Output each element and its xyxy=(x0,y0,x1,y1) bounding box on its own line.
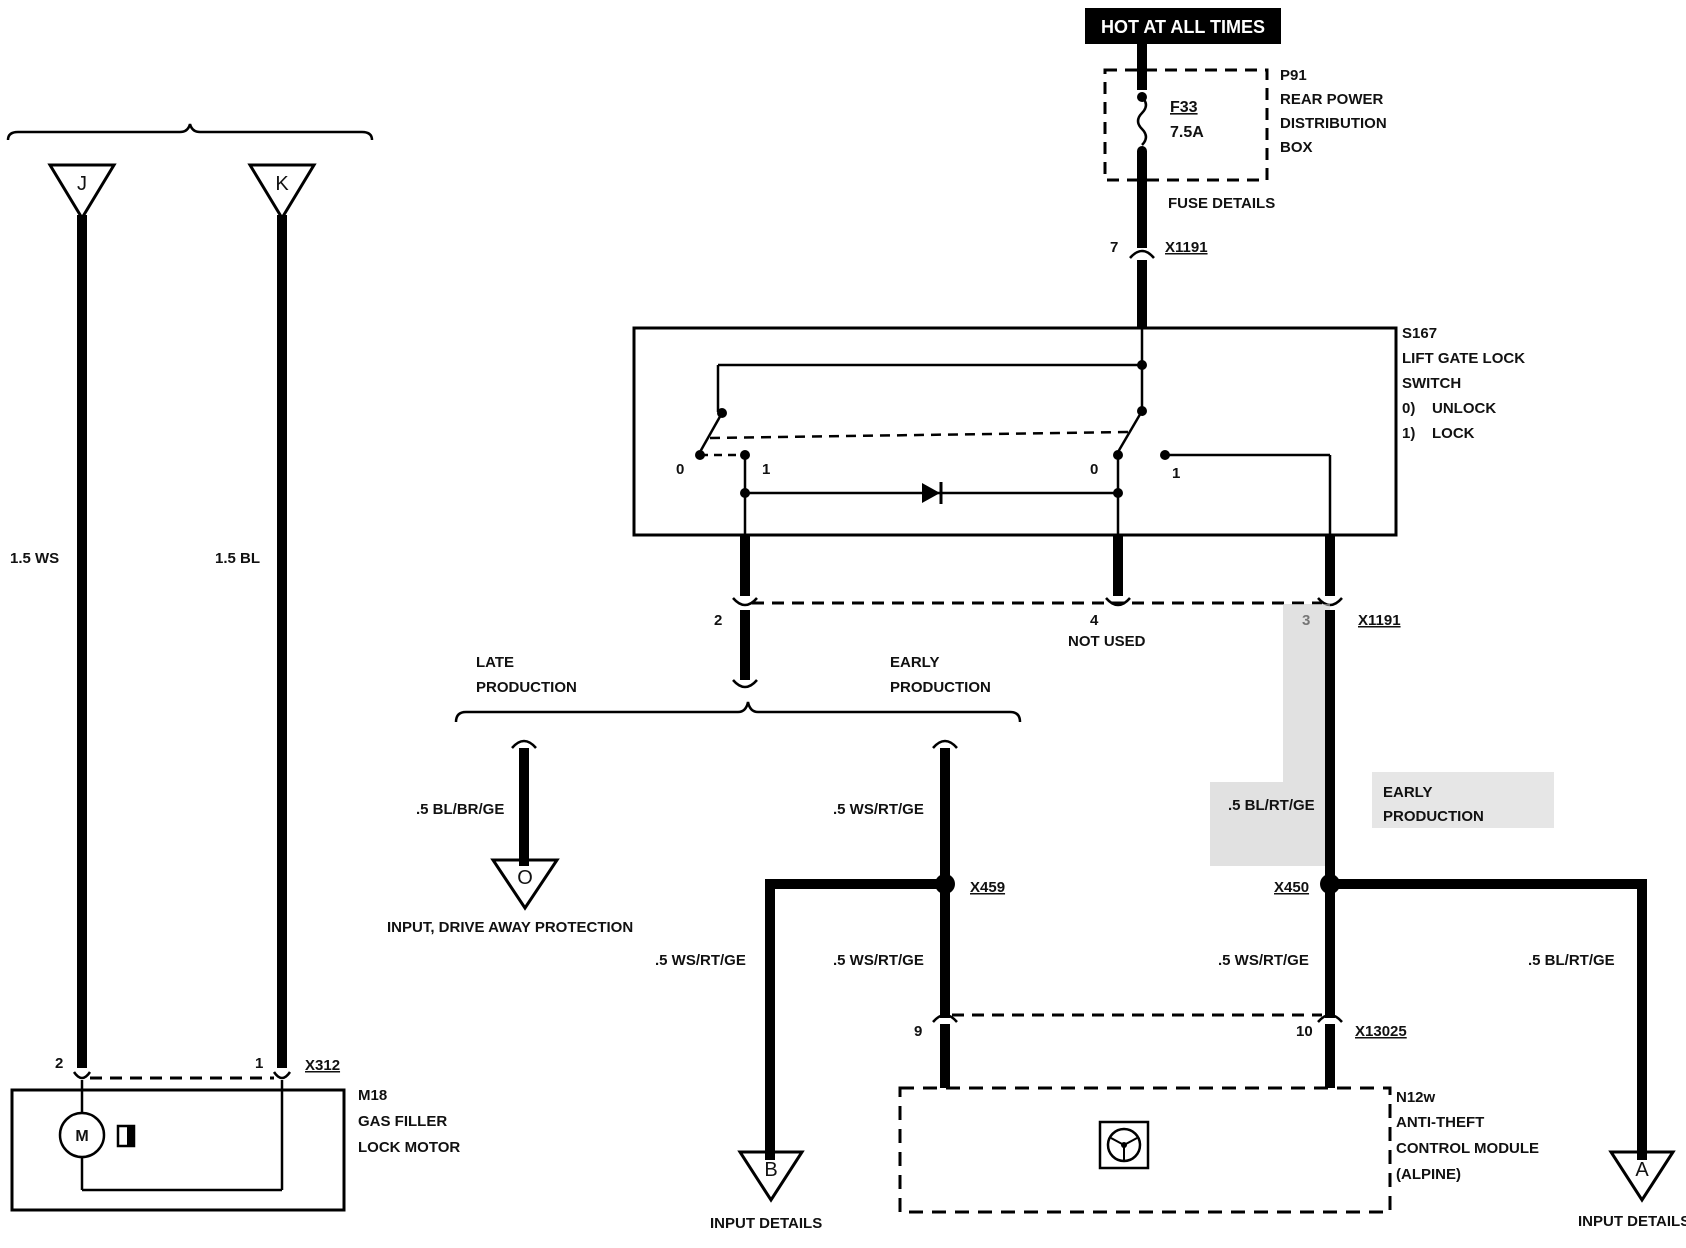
module-n12w: N12w ANTI-THEFT CONTROL MODULE (ALPINE) xyxy=(898,1086,1539,1214)
fuse-name: F33 xyxy=(1170,99,1198,116)
offpage-b-label: B xyxy=(764,1159,777,1181)
contact-right-1: 1 xyxy=(1172,465,1180,482)
wire-label-ws-rt-ge-right: .5 WS/RT/GE xyxy=(1218,952,1309,969)
wire-label-ws-rt-ge-top: .5 WS/RT/GE xyxy=(833,801,924,818)
connector-x1191-bottom-label: X1191 xyxy=(1358,612,1401,629)
fuse-box-line2: DISTRIBUTION xyxy=(1280,115,1387,132)
production-brace: LATE PRODUCTION EARLY PRODUCTION xyxy=(454,654,1022,723)
wire-bl-rt-ge-to-a xyxy=(1330,879,1647,1160)
fuse-box-line1: REAR POWER xyxy=(1280,91,1384,108)
fuse-icon xyxy=(1136,96,1148,146)
module-line1: ANTI-THEFT xyxy=(1396,1114,1484,1131)
pin-4-note: NOT USED xyxy=(1068,633,1146,650)
connector-x312-label: X312 xyxy=(305,1057,340,1074)
connector-x1191-top: 7 X1191 xyxy=(1110,239,1208,328)
offpage-a: A INPUT DETAILS xyxy=(1578,1150,1686,1230)
switch-line2: SWITCH xyxy=(1402,375,1461,392)
wire-label-bl-rt-ge-shaded: .5 BL/RT/GE xyxy=(1228,797,1315,814)
offpage-o: O INPUT, DRIVE AWAY PROTECTION xyxy=(387,858,633,936)
offpage-b: B INPUT DETAILS xyxy=(710,1150,822,1232)
offpage-o-caption: INPUT, DRIVE AWAY PROTECTION xyxy=(387,919,633,936)
wire-label-bl-rt-ge-right: .5 BL/RT/GE xyxy=(1528,952,1615,969)
offpage-a-label: A xyxy=(1635,1159,1649,1181)
motor-symbol: M xyxy=(75,1128,88,1145)
offpage-k-label: K xyxy=(275,173,289,195)
offpage-j: J xyxy=(47,163,117,221)
fuse-details: FUSE DETAILS xyxy=(1168,195,1275,212)
motor-id: M18 xyxy=(358,1087,387,1104)
offpage-o-label: O xyxy=(517,867,533,889)
wire-label-bl-br-ge: .5 BL/BR/GE xyxy=(416,801,504,818)
switch-state0-num: 0) xyxy=(1402,400,1415,417)
contact-left-0: 0 xyxy=(676,461,684,478)
offpage-b-caption: INPUT DETAILS xyxy=(710,1215,822,1232)
wire-label-1-5-ws: 1.5 WS xyxy=(10,550,59,567)
top-left-brace xyxy=(6,123,374,141)
contact-left-1: 1 xyxy=(762,461,770,478)
hot-label: HOT AT ALL TIMES xyxy=(1101,17,1265,37)
module-id: N12w xyxy=(1396,1089,1436,1106)
connector-x312: 2 1 X312 xyxy=(55,1055,340,1080)
fuse-rating: 7.5A xyxy=(1170,124,1204,141)
pin-9: 9 xyxy=(914,1023,922,1040)
pin-2: 2 xyxy=(714,612,722,629)
steering-wheel-icon xyxy=(1098,1120,1150,1170)
motor-line1: GAS FILLER xyxy=(358,1113,447,1130)
pin-4: 4 xyxy=(1090,612,1099,629)
fuse-box-line3: BOX xyxy=(1280,139,1313,156)
connector-x1191-top-label: X1191 xyxy=(1165,239,1208,256)
splice-x459-label: X459 xyxy=(970,879,1005,896)
connector-x13025-label: X13025 xyxy=(1355,1023,1407,1040)
late-production-1: LATE xyxy=(476,654,514,671)
early-production-1: EARLY xyxy=(890,654,939,671)
connector-x13025: 9 10 X13025 xyxy=(914,1013,1407,1040)
fuse-box-p91: F33 7.5A P91 REAR POWER DISTRIBUTION BOX… xyxy=(1103,44,1387,248)
pin-10: 10 xyxy=(1296,1023,1313,1040)
switch-id: S167 xyxy=(1402,325,1437,342)
switch-state1-text: LOCK xyxy=(1432,425,1475,442)
offpage-a-caption: INPUT DETAILS xyxy=(1578,1213,1686,1230)
motor-line2: LOCK MOTOR xyxy=(358,1139,460,1156)
offpage-k: K xyxy=(247,163,317,221)
offpage-j-label: J xyxy=(77,173,87,195)
wire-label-ws-rt-ge-left: .5 WS/RT/GE xyxy=(655,952,746,969)
early-production-2: PRODUCTION xyxy=(890,679,991,696)
switch-state0-text: UNLOCK xyxy=(1432,400,1496,417)
late-production-2: PRODUCTION xyxy=(476,679,577,696)
pin-7: 7 xyxy=(1110,239,1118,256)
switch-s167: 0 1 0 1 S167 LIFT GATE LOCK SWITCH 0) UN… xyxy=(632,325,1525,537)
early-production-shaded-2: PRODUCTION xyxy=(1383,808,1484,825)
switch-state1-num: 1) xyxy=(1402,425,1415,442)
motor-pin-1: 1 xyxy=(255,1055,263,1072)
module-line3: (ALPINE) xyxy=(1396,1166,1461,1183)
wire-label-ws-rt-ge-mid: .5 WS/RT/GE xyxy=(833,952,924,969)
wire-label-1-5-bl: 1.5 BL xyxy=(215,550,260,567)
early-production-shaded-1: EARLY xyxy=(1383,784,1432,801)
diode-icon xyxy=(922,483,940,503)
wire-ws-rt-ge-to-b xyxy=(765,879,945,1160)
hot-at-all-times-badge: HOT AT ALL TIMES xyxy=(1085,8,1281,44)
module-line2: CONTROL MODULE xyxy=(1396,1140,1539,1157)
shaded-early-production: .5 BL/RT/GE EARLY PRODUCTION xyxy=(1210,604,1554,866)
motor-m18: M M18 GAS FILLER LOCK MOTOR xyxy=(10,1080,460,1212)
contact-right-0: 0 xyxy=(1090,461,1098,478)
switch-line1: LIFT GATE LOCK xyxy=(1402,350,1525,367)
fuse-box-id: P91 xyxy=(1280,67,1307,84)
motor-pin-2: 2 xyxy=(55,1055,63,1072)
splice-x450-label: X450 xyxy=(1274,879,1309,896)
